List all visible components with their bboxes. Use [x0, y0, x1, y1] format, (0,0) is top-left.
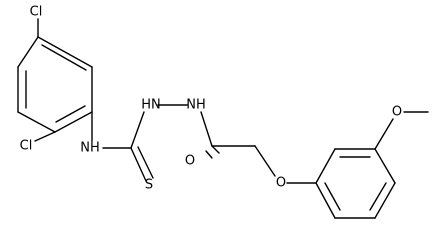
bond-ring2-d: [374, 182, 396, 219]
bond-ring2-ome: [374, 118, 394, 150]
atom-labels: Cl Cl NH S HN NH O O O: [20, 5, 402, 193]
bond-ring2-a: [315, 148, 336, 184]
bond-cs-s-2: [137, 146, 154, 179]
bond-ch2-o: [254, 145, 276, 177]
bond-ring2-f-inner: [324, 182, 341, 211]
bond-ring1-a-inner: [41, 44, 87, 71]
atom-hn-hydrazine-left: HN: [141, 98, 161, 113]
bonds: [17, 18, 429, 219]
atom-oxygen-ether: O: [276, 176, 286, 191]
bond-co-o-2: [205, 150, 213, 159]
bond-ring1-a: [37, 36, 93, 68]
atom-cl-bottom: Cl: [20, 139, 33, 154]
bond-co-o-1: [211, 145, 220, 154]
bond-ring1-f: [17, 36, 39, 68]
bond-cl-bottom: [34, 131, 56, 142]
bond-nh-co: [200, 111, 213, 147]
bond-ring2-f: [315, 182, 336, 219]
bond-ring2-d-inner: [369, 182, 387, 211]
bond-ring1-c: [54, 111, 93, 133]
atom-oxygen-methoxy: O: [392, 105, 402, 120]
bond-ring1-c-inner: [55, 105, 86, 123]
bond-cs-hn: [130, 111, 145, 149]
atom-oxygen-carbonyl: O: [185, 154, 195, 169]
atom-cl-top: Cl: [30, 5, 43, 20]
atom-nh-hydrazine-right: NH: [186, 98, 206, 113]
atom-nh-thioamide: NH: [80, 141, 100, 156]
bond-ring1-d: [17, 111, 56, 133]
bond-cs-s-1: [130, 147, 147, 182]
atom-sulfur: S: [145, 178, 153, 193]
bond-ring2-c: [374, 148, 396, 184]
chemical-structure: Cl Cl NH S HN NH O O O: [17, 5, 429, 219]
